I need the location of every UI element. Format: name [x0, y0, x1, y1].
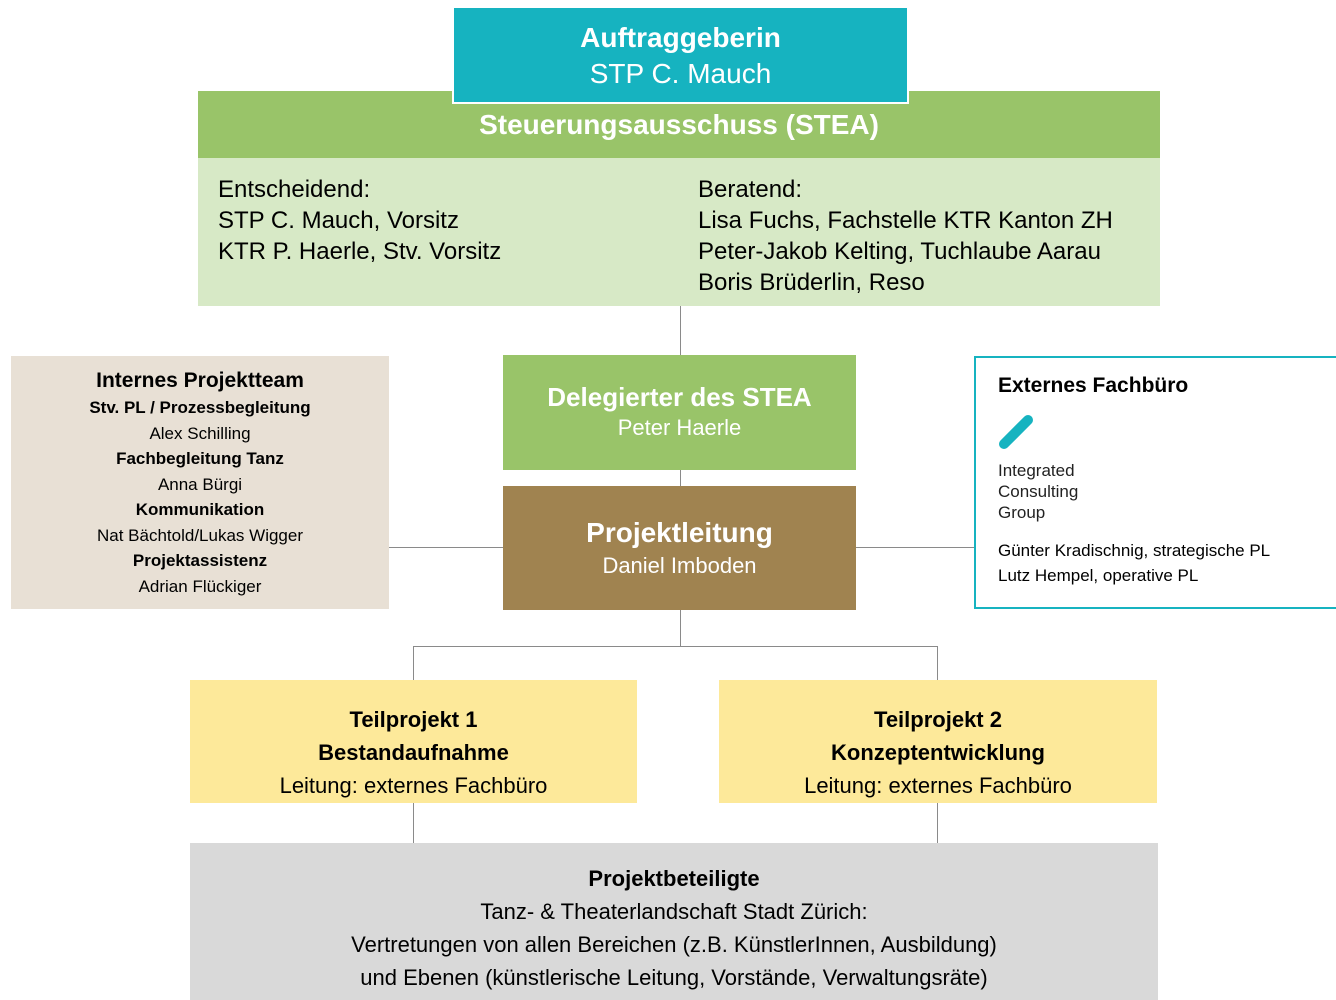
client-name: STP C. Mauch: [589, 58, 772, 89]
stakeholders-line: Tanz- & Theaterlandschaft Stadt Zürich:: [480, 899, 868, 924]
delegate-box: Delegierter des STEA Peter Haerle: [503, 355, 856, 470]
stakeholders-line: und Ebenen (künstlerische Leitung, Vorst…: [360, 965, 988, 990]
external-office-people: Günter Kradischnig, strategische PL Lutz…: [998, 538, 1270, 588]
steering-advising: Beratend: Lisa Fuchs, Fachstelle KTR Kan…: [698, 174, 1113, 298]
stakeholders-line: Vertretungen von allen Bereichen (z.B. K…: [351, 932, 997, 957]
delegate-name: Peter Haerle: [617, 415, 742, 440]
subproject-name: Konzeptentwicklung: [831, 740, 1045, 765]
deciding-member: KTR P. Haerle, Stv. Vorsitz: [218, 238, 502, 265]
internal-role: Projektassistenz: [132, 551, 268, 570]
internal-person: Nat Bächtold/Lukas Wigger: [97, 525, 303, 545]
advising-member: Lisa Fuchs, Fachstelle KTR Kanton ZH: [698, 207, 1113, 234]
stakeholders-box: Projektbeteiligte Tanz- & Theaterlandsch…: [190, 843, 1158, 1000]
icg-slash-logo-icon: [999, 415, 1033, 449]
logo-line: Consulting: [998, 482, 1079, 501]
connector-stea-delegate: [680, 306, 681, 355]
external-office-box: Externes Fachbüro Integrated Consulting …: [974, 356, 1336, 609]
connector-to-tp1: [413, 646, 414, 680]
subproject-lead: Leitung: externes Fachbüro: [804, 773, 1072, 798]
internal-person: Alex Schilling: [149, 423, 251, 443]
subproject-number: Teilprojekt 2: [874, 707, 1002, 732]
internal-role: Kommunikation: [135, 500, 265, 519]
connector-tp1-stake: [413, 803, 414, 843]
logo-line: Integrated: [998, 461, 1075, 480]
logo-line: Group: [998, 503, 1046, 522]
external-office-title: Externes Fachbüro: [998, 374, 1189, 397]
deciding-heading: Entscheidend:: [218, 176, 371, 203]
advising-heading: Beratend:: [698, 176, 803, 203]
advising-member: Peter-Jakob Kelting, Tuchlaube Aarau: [698, 238, 1101, 265]
internal-person: Anna Bürgi: [157, 474, 243, 494]
subproject-name: Bestandaufnahme: [318, 740, 509, 765]
connector-to-tp2: [937, 646, 938, 680]
internal-person: Adrian Flückiger: [138, 576, 262, 596]
internal-role: Stv. PL / Prozessbegleitung: [89, 398, 311, 417]
subproject-1-box: Teilprojekt 1 Bestandaufnahme Leitung: e…: [190, 680, 637, 803]
deciding-member: STP C. Mauch, Vorsitz: [218, 207, 459, 234]
internal-role: Fachbegleitung Tanz: [116, 449, 284, 468]
subproject-number: Teilprojekt 1: [349, 707, 478, 732]
connector-delegate-pl: [680, 470, 681, 486]
subproject-2-box: Teilprojekt 2 Konzeptentwicklung Leitung…: [719, 680, 1157, 803]
project-lead-name: Daniel Imboden: [602, 553, 757, 578]
icg-logo-text: Integrated Consulting Group: [998, 460, 1078, 523]
advising-member: Boris Brüderlin, Reso: [698, 269, 925, 296]
connector-pl-down: [680, 610, 681, 646]
connector-internal-pl: [389, 547, 503, 548]
client-title: Auftraggeberin: [580, 22, 781, 53]
subproject-lead: Leitung: externes Fachbüro: [279, 773, 548, 798]
project-lead-title: Projektleitung: [586, 517, 773, 548]
external-person: Lutz Hempel, operative PL: [998, 566, 1199, 585]
steering-committee-body: Entscheidend: STP C. Mauch, Vorsitz KTR …: [198, 158, 1160, 306]
delegate-title: Delegierter des STEA: [547, 382, 812, 412]
steering-deciding: Entscheidend: STP C. Mauch, Vorsitz KTR …: [218, 174, 501, 267]
internal-team-box: Internes Projektteam Stv. PL / Prozessbe…: [11, 356, 389, 609]
stakeholders-title: Projektbeteiligte: [588, 866, 760, 891]
connector-pl-external: [856, 547, 974, 548]
client-box: Auftraggeberin STP C. Mauch: [452, 6, 909, 104]
connector-tp2-stake: [937, 803, 938, 843]
connector-horizontal-subprojects: [413, 646, 938, 647]
external-person: Günter Kradischnig, strategische PL: [998, 541, 1271, 560]
project-lead-box: Projektleitung Daniel Imboden: [503, 486, 856, 610]
internal-team-title: Internes Projektteam: [96, 369, 304, 392]
